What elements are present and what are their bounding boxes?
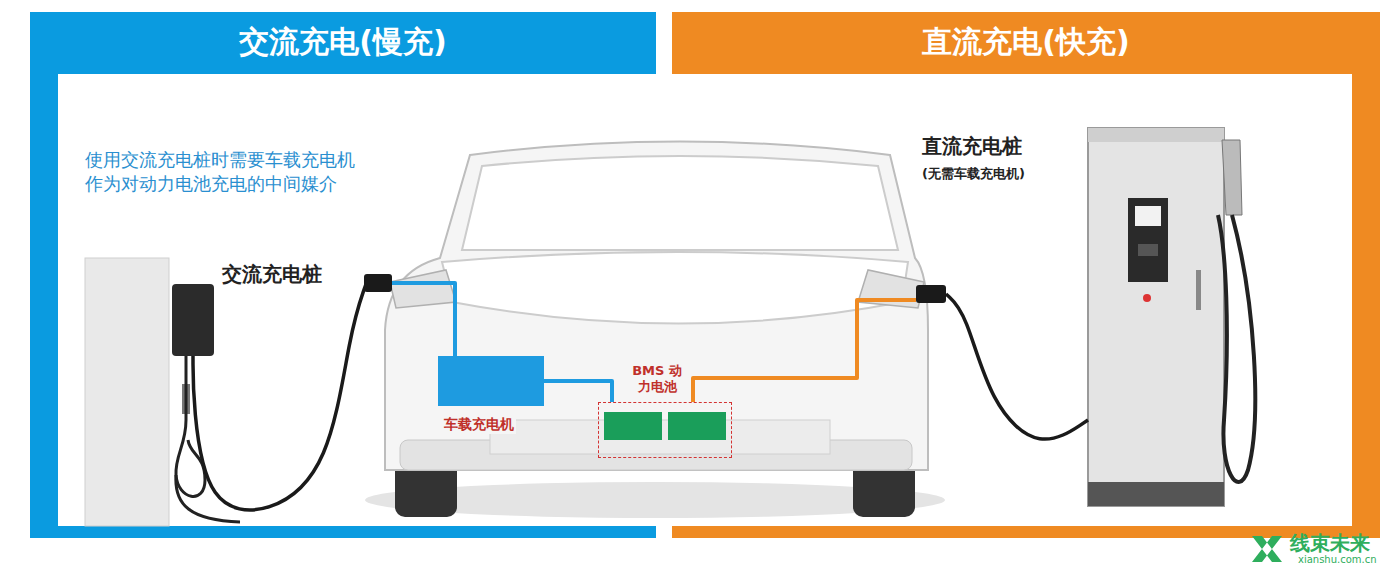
cable-loop xyxy=(176,356,205,496)
cable-connector xyxy=(193,283,455,510)
cable-connector xyxy=(544,381,612,402)
dc-plug xyxy=(916,285,946,303)
node-label: 直流充电桩 xyxy=(922,134,1022,159)
pile-screen-frame xyxy=(1128,198,1168,282)
wire xyxy=(193,284,366,510)
pile-handle xyxy=(1196,270,1201,310)
battery-bms: BMS 动力电池 xyxy=(598,402,732,458)
cable-connector xyxy=(693,294,1088,439)
header-text: 交流充电(慢充) xyxy=(239,23,446,61)
node-label: 交流充电桩 xyxy=(222,262,322,287)
pile-screen xyxy=(1135,206,1161,226)
note-text: 使用交流充电桩时需要车载充电机 作为对动力电池充电的中间媒介 xyxy=(85,148,375,197)
wire xyxy=(693,300,916,402)
panel-ground xyxy=(58,74,1352,526)
pile-keypad xyxy=(1138,244,1158,256)
header-band: 直流充电(快充) xyxy=(672,12,1380,72)
watermark: 线束未来 xyxy=(1290,530,1370,557)
hose xyxy=(1218,215,1255,482)
watermark-url: xianshu.com.cn xyxy=(1298,553,1377,567)
pile-base xyxy=(1088,482,1224,506)
hose-end xyxy=(1086,420,1120,457)
stop-button xyxy=(1143,294,1151,302)
wire xyxy=(544,381,612,402)
wire xyxy=(946,294,1088,439)
battery-cell xyxy=(668,412,726,440)
dc-charging-pile: 直流充电桩(无需车载充电机) xyxy=(1088,128,1224,506)
ac-charging-pile: 交流充电桩 xyxy=(172,284,214,356)
node-label: BMS 动力电池 xyxy=(629,363,685,396)
wire xyxy=(392,283,455,356)
gun-holster xyxy=(1222,140,1242,215)
tail-light xyxy=(858,270,924,308)
header-band: 交流充电(慢充) xyxy=(30,12,656,72)
ac-plug xyxy=(364,274,392,292)
header-text: 直流充电(快充) xyxy=(922,23,1129,61)
pile-top xyxy=(1088,128,1224,142)
tail-light xyxy=(390,270,456,308)
car-body xyxy=(385,142,928,471)
node-label: 车载充电机 xyxy=(442,416,516,434)
trunk-lid xyxy=(442,252,908,324)
node-label: (无需车载充电机) xyxy=(922,166,1025,182)
wall xyxy=(85,258,169,526)
watermark-logo xyxy=(1252,536,1282,562)
rear-window xyxy=(462,156,898,250)
battery-cell xyxy=(604,412,662,440)
dc-pile-body xyxy=(1088,128,1224,506)
onboard-charger: 车载充电机 xyxy=(438,356,544,406)
